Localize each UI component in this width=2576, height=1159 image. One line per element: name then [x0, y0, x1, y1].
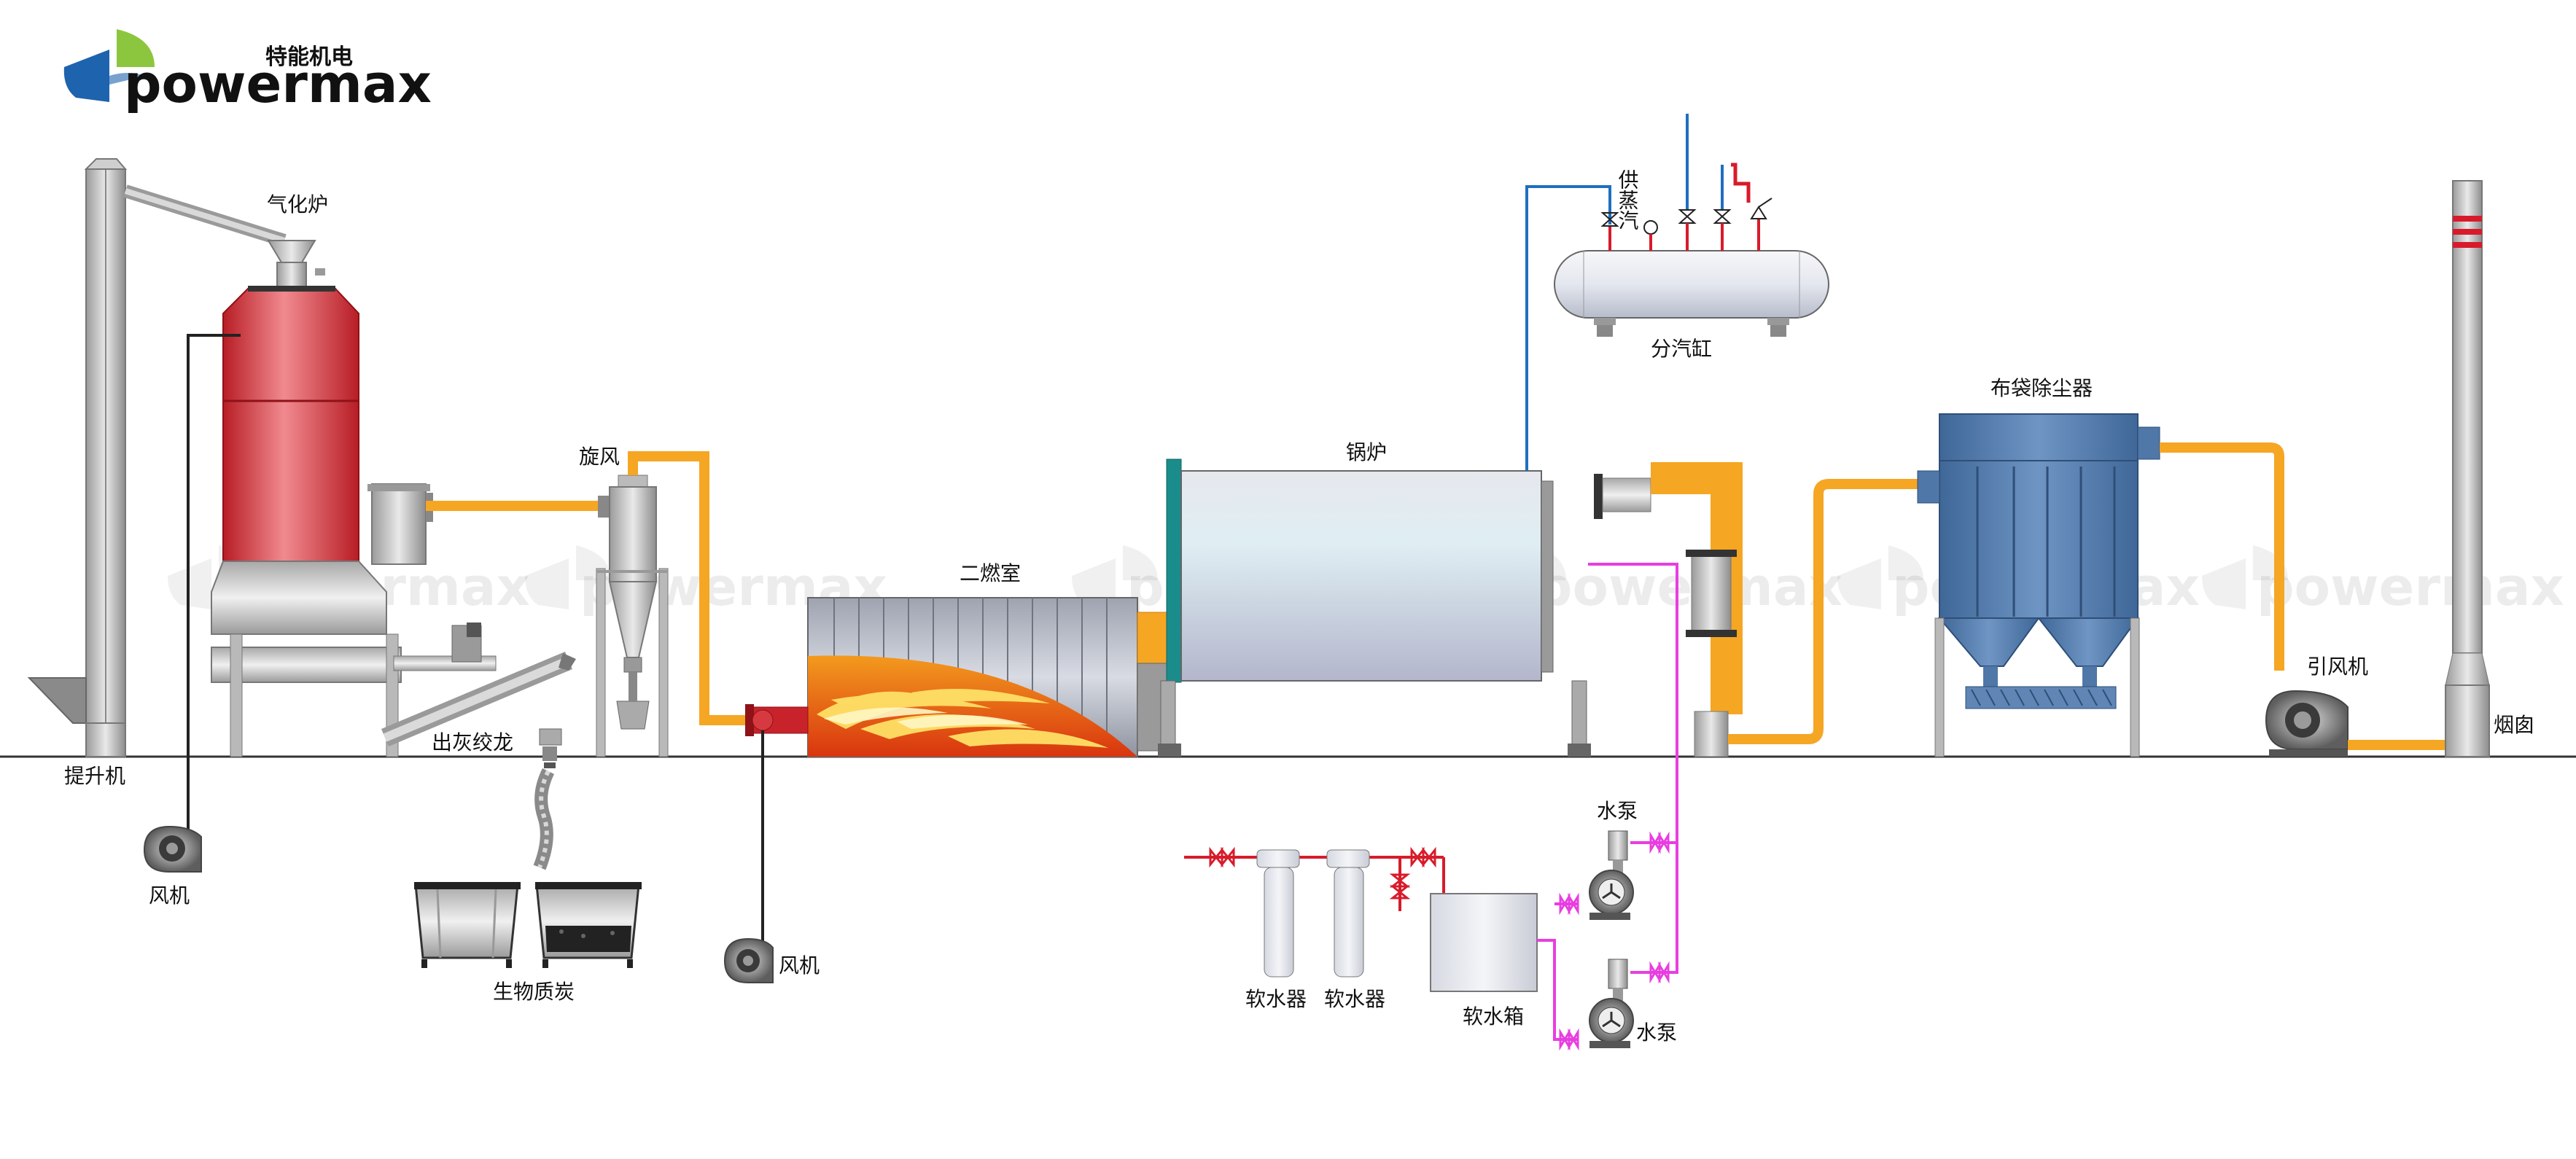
fan-center-icon — [723, 937, 774, 983]
label-biochar: 生物质炭 — [493, 980, 575, 1004]
watermark-4: powermax — [1535, 556, 1842, 617]
brand-chinese-name: 特能机电 — [265, 44, 353, 70]
ash-screw-conveyor — [381, 623, 576, 870]
brand-name: powermax — [124, 53, 432, 114]
bag-filter — [1917, 413, 2160, 757]
label-steam-header: 分汽缸 — [1651, 337, 1712, 361]
label-softener-2: 软水器 — [1324, 987, 1385, 1011]
cyclone-separator — [596, 475, 669, 757]
label-gasifier: 气化炉 — [267, 192, 328, 216]
label-soft-water-tank: 软水箱 — [1463, 1004, 1524, 1029]
induced-draft-fan — [2265, 690, 2453, 757]
bucket-elevator — [27, 158, 287, 757]
secondary-combustion-chamber — [807, 597, 1170, 757]
label-secondary-chamber: 二燃室 — [960, 561, 1021, 585]
steam-line — [1525, 185, 1611, 471]
label-softener-1: 软水器 — [1245, 987, 1307, 1011]
label-ash-screw: 出灰绞龙 — [432, 730, 513, 754]
label-induced-fan: 引风机 — [2307, 655, 2368, 679]
watermark-6: powermax — [2257, 556, 2564, 617]
label-boiler: 锅炉 — [1346, 440, 1387, 464]
gas-pipe-2 — [628, 451, 758, 725]
label-water-pump-top: 水泵 — [1597, 799, 1638, 823]
water-pump-bottom-icon — [1589, 959, 1634, 1048]
boiler — [1158, 458, 1603, 757]
fan-left-icon — [143, 825, 202, 873]
air-line-left — [187, 334, 241, 831]
label-baghouse: 布袋除尘器 — [1991, 376, 2093, 400]
biochar-bins — [414, 882, 642, 968]
label-steam-supply: 供蒸汽 — [1616, 169, 1640, 230]
label-fan-left: 风机 — [149, 883, 190, 908]
label-cyclone: 旋风 — [579, 445, 620, 469]
powermax-logo: 特能机电 powermax — [63, 29, 432, 114]
burner — [745, 704, 809, 736]
flue-duct-2 — [2160, 442, 2284, 671]
flue-duct — [1602, 462, 1918, 757]
water-pump-top-icon — [1589, 830, 1634, 920]
label-water-pump-bottom: 水泵 — [1636, 1021, 1677, 1045]
steam-header — [1554, 114, 1829, 337]
label-chimney: 烟囱 — [2494, 713, 2534, 737]
label-elevator: 提升机 — [64, 764, 125, 788]
label-fan-center: 风机 — [779, 953, 820, 977]
gasifier — [211, 240, 433, 757]
water-treatment-system — [1184, 563, 1678, 1051]
chimney — [2445, 180, 2490, 757]
